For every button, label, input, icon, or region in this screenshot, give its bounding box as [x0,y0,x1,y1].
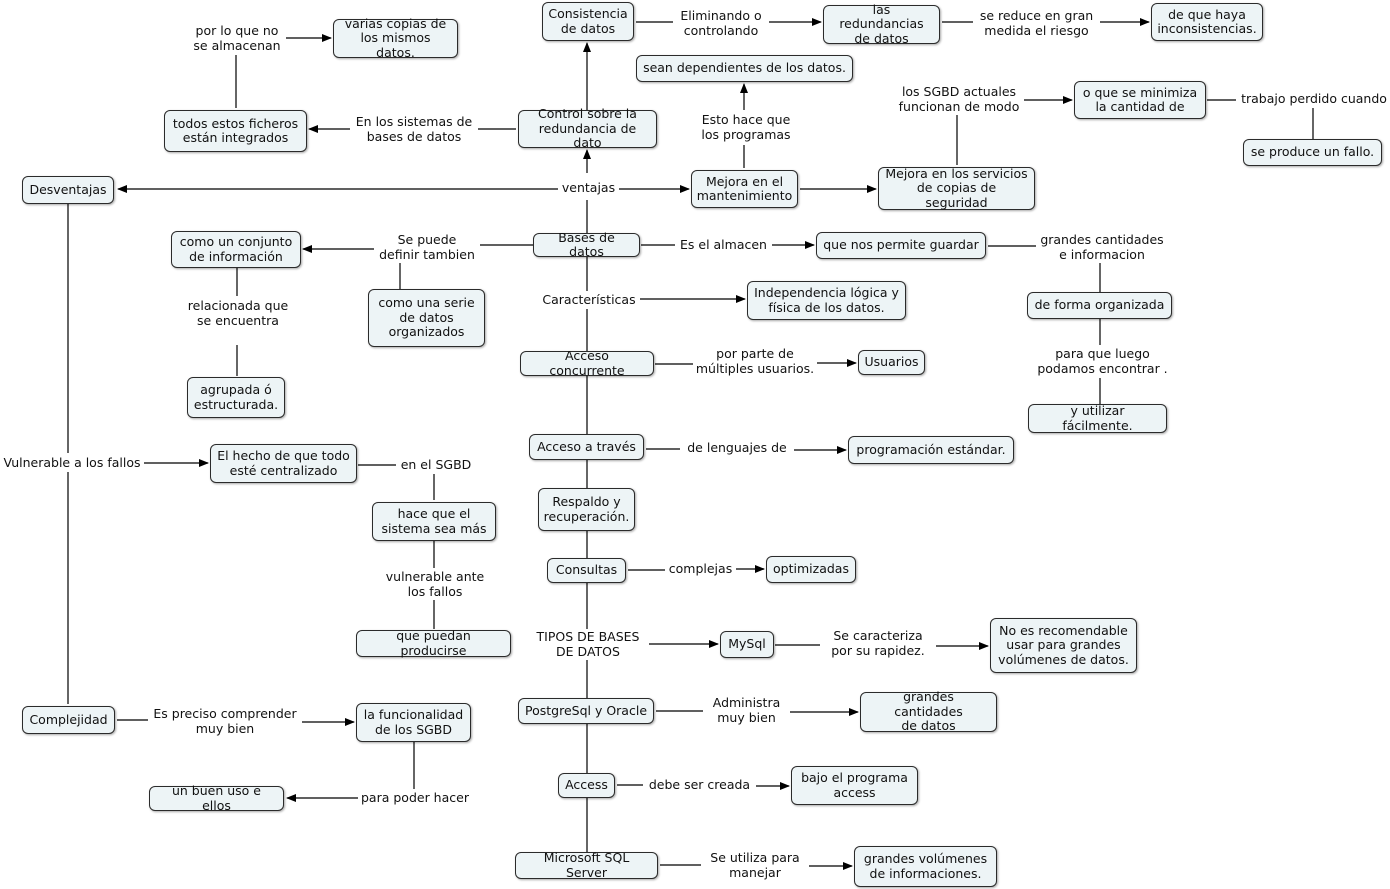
link-reduce: se reduce en gran medida el riesgo [973,8,1100,39]
node-usuarios[interactable]: Usuarios [858,350,925,375]
node-agrupada[interactable]: agrupada ó estructurada. [187,377,285,418]
link-vulnerable: Vulnerable a los fallos [0,454,144,472]
link-en-sistemas: En los sistemas de bases de datos [350,114,478,145]
node-programacion-estandar[interactable]: programación estándar. [848,436,1014,464]
link-complejas: complejas [665,560,736,578]
link-administra: Administra muy bien [703,695,790,726]
node-sistema-mas[interactable]: hace que el sistema sea más [372,502,496,541]
link-en-sgbd: en el SGBD [396,456,476,474]
link-esto-hace: Esto hace que los programas [694,112,798,143]
node-buen-uso[interactable]: un buen uso e ellos [149,783,284,812]
node-serie-datos[interactable]: como una serie de datos organizados [368,289,485,347]
link-tipos: TIPOS DE BASES DE DATOS [527,629,649,660]
node-acceso-concurrente[interactable]: Acceso concurrente [520,348,654,377]
link-caracteriza: Se caracteriza por su rapidez. [820,628,936,659]
node-permite-guardar[interactable]: que nos permite guardar [816,232,986,259]
node-acceso-traves[interactable]: Acceso a través [529,434,644,460]
link-preciso: Es preciso comprender muy bien [148,706,302,737]
link-trabajo: trabajo perdido cuando [1236,90,1390,108]
node-no-recomendable[interactable]: No es recomendable usar para grandes vol… [990,618,1137,673]
link-se-puede: Se puede definir tambien [374,232,480,263]
node-grandes-cantidades[interactable]: grandes cantidades de datos [860,690,997,733]
link-por-lo-que-no: por lo que no se almacenan [188,23,286,54]
node-optimizadas[interactable]: optimizadas [766,556,856,583]
node-desventajas[interactable]: Desventajas [22,176,114,204]
link-grandes-info: grandes cantidades e informacion [1036,232,1168,263]
node-mysql[interactable]: MySql [720,631,774,658]
node-access[interactable]: Access [558,773,615,798]
node-complejidad[interactable]: Complejidad [22,706,115,734]
node-inconsistencias[interactable]: de que haya inconsistencias. [1151,3,1263,41]
link-debe-ser: debe ser creada [643,776,756,794]
link-eliminando: Eliminando o controlando [673,8,769,39]
node-servicios-copias[interactable]: Mejora en los servicios de copias de seg… [878,166,1035,210]
node-forma-organizada[interactable]: de forma organizada [1027,292,1172,319]
link-vulnerable-ante: vulnerable ante los fallos [378,569,492,600]
node-control-redundancia[interactable]: Control sobre la redundancia de dato [518,107,657,150]
node-independencia[interactable]: Independencia lógica y física de los dat… [747,281,906,320]
node-utilizar[interactable]: y utilizar fácilmente. [1028,403,1167,433]
node-consultas[interactable]: Consultas [547,558,626,583]
node-producirse[interactable]: que puedan producirse [356,628,511,657]
link-ventajas: ventajas [558,179,619,197]
node-volumenes-informaciones[interactable]: grandes volúmenes de informaciones. [854,846,997,887]
link-utiliza: Se utiliza para manejar [701,850,809,881]
node-conjunto-informacion[interactable]: como un conjunto de información [171,231,301,268]
link-por-parte: por parte de múltiples usuarios. [693,346,817,377]
node-fallo[interactable]: se produce un fallo. [1243,139,1382,166]
node-respaldo[interactable]: Respaldo y recuperación. [538,488,635,531]
node-bases-de-datos[interactable]: Bases de datos [533,230,640,259]
node-consistencia-datos[interactable]: Consistencia de datos [542,2,634,41]
node-dependientes[interactable]: sean dependientes de los datos. [636,55,853,82]
node-centralizado[interactable]: El hecho de que todo esté centralizado [210,444,357,483]
node-minimiza[interactable]: o que se minimiza la cantidad de [1074,81,1206,119]
link-para-luego: para que luego podamos encontrar . [1030,346,1175,377]
node-ficheros-integrados[interactable]: todos estos ficheros están integrados [164,110,307,152]
node-bajo-programa[interactable]: bajo el programa access [791,766,918,805]
node-varias-copias[interactable]: varias copias de los mismos datos. [333,16,458,60]
node-sql-server[interactable]: Microsoft SQL Server [515,850,658,879]
node-redundancias[interactable]: las redundancias de datos [823,2,940,46]
link-relacionada: relacionada que se encuentra [178,298,298,329]
node-postgre-oracle[interactable]: PostgreSql y Oracle [518,698,654,724]
link-almacen: Es el almacen [675,236,772,254]
link-lenguajes: de lenguajes de [680,439,794,457]
node-mantenimiento[interactable]: Mejora en el mantenimiento [691,170,798,208]
link-sgbd-actuales: los SGBD actuales funcionan de modo [894,84,1024,115]
link-poder-hacer: para poder hacer [358,789,472,807]
node-funcionalidad-sgbd[interactable]: la funcionalidad de los SGBD [356,703,471,742]
link-caracteristicas: Características [538,291,640,309]
